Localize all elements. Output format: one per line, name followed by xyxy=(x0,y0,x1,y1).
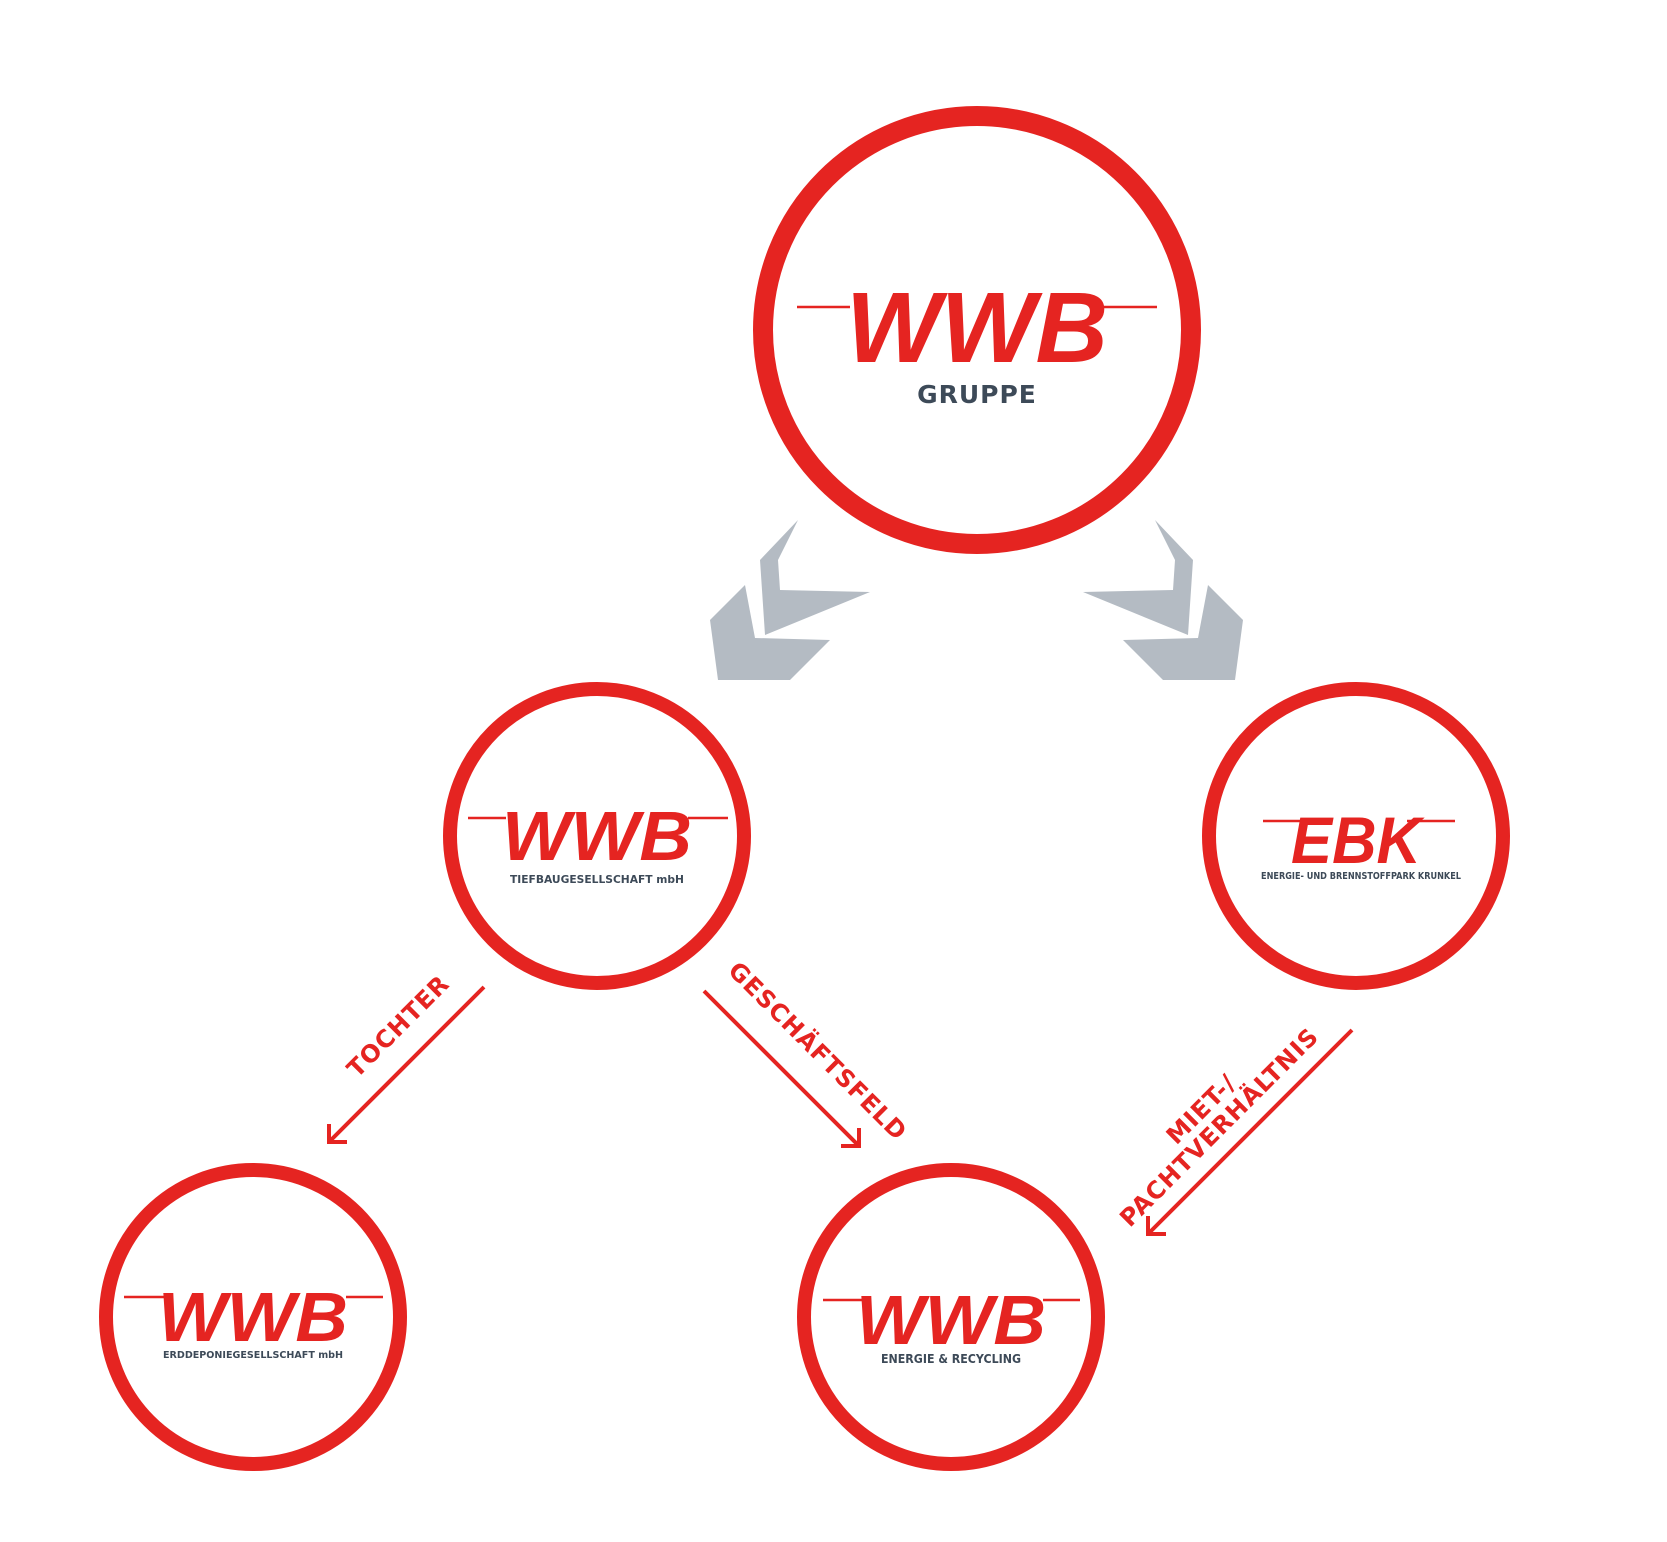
node-subtitle: ENERGIE- UND BRENNSTOFFPARK KRUNKEL xyxy=(1261,871,1461,882)
edge-label: TOCHTER xyxy=(342,970,456,1084)
edge-label: GESCHÄFTSFELD xyxy=(723,956,914,1147)
chevron-left-icon xyxy=(710,520,870,680)
node-ring xyxy=(797,1163,1105,1471)
node-wwb-energie: WWB ENERGIE & RECYCLING xyxy=(797,1163,1105,1471)
node-subtitle: TIEFBAUGESELLSCHAFT mbH xyxy=(510,874,684,886)
node-ring xyxy=(1202,682,1510,990)
wwb-logo: WWB xyxy=(158,1278,348,1356)
edge-geschaeftsfeld: GESCHÄFTSFELD xyxy=(702,956,914,1148)
node-subtitle: GRUPPE xyxy=(917,380,1037,409)
arrow-head-icon xyxy=(1146,1216,1166,1236)
edge-label-line2: PACHTVERHÄLTNIS xyxy=(1114,1022,1325,1233)
chevron-right-icon xyxy=(1083,520,1243,680)
edge-arrow-line xyxy=(1146,1028,1354,1236)
node-ring xyxy=(443,682,751,990)
edge-arrow-line xyxy=(702,989,861,1148)
node-wwb-tiefbau: WWB TIEFBAUGESELLSCHAFT mbH xyxy=(443,682,751,990)
node-ebk: EBK ENERGIE- UND BRENNSTOFFPARK KRUNKEL xyxy=(1202,682,1510,990)
node-wwb-gruppe: WWB GRUPPE xyxy=(753,106,1201,554)
arrow-head-icon xyxy=(327,1124,347,1144)
ebk-logo: EBK xyxy=(1291,803,1425,877)
wwb-logo: WWB xyxy=(846,272,1108,384)
edge-miet-pacht: MIET-/ PACHTVERHÄLTNIS xyxy=(1114,1022,1354,1236)
wwb-logo: WWB xyxy=(502,797,692,875)
node-subtitle: ENERGIE & RECYCLING xyxy=(881,1352,1021,1366)
node-wwb-erddeponie: WWB ERDDEPONIEGESELLSCHAFT mbH xyxy=(99,1163,407,1471)
node-ring xyxy=(99,1163,407,1471)
edge-tochter: TOCHTER xyxy=(327,970,486,1144)
node-subtitle: ERDDEPONIEGESELLSCHAFT mbH xyxy=(163,1350,343,1361)
edge-arrow-line xyxy=(327,985,486,1144)
node-ring xyxy=(753,106,1201,554)
arrow-head-icon xyxy=(841,1128,861,1148)
wwb-logo: WWB xyxy=(856,1281,1046,1359)
